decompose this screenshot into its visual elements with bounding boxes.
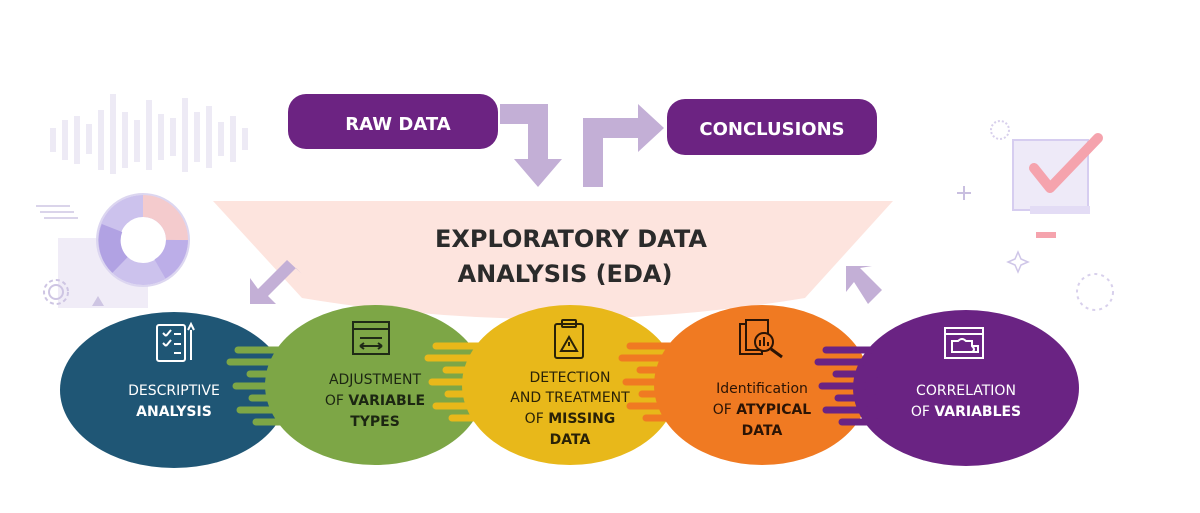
step-1-label: DESCRIPTIVE ANALYSIS <box>128 383 220 420</box>
step-2-line2-bold: VARIABLE <box>348 393 425 409</box>
step-5-line2: OF VARIABLES <box>911 404 1021 420</box>
checkbox-frame-icon <box>1012 139 1089 211</box>
connector-stripes-1 <box>226 346 296 426</box>
faint-bar-chart-icon <box>50 94 248 174</box>
step-3-label: DETECTION AND TREATMENT OF MISSING DATA <box>510 370 630 448</box>
step-2-line1: ADJUSTMENT <box>329 372 422 388</box>
sunburst-icon <box>990 120 1010 140</box>
sunburst-large-icon <box>1076 273 1114 311</box>
decor-lines <box>36 205 78 219</box>
step-ellipse-2 <box>265 305 485 465</box>
up-right-arrow-icon <box>583 104 664 187</box>
step-2-line2-light: OF <box>325 393 344 409</box>
connector-stripes-2 <box>424 342 490 422</box>
up-left-arrow-icon <box>846 266 882 304</box>
step-1-line1: DESCRIPTIVE <box>128 383 220 399</box>
magnifier-docs-icon <box>739 319 783 359</box>
puzzle-window-icon <box>944 327 984 359</box>
decor-left <box>36 94 248 308</box>
slider-window-icon <box>352 321 390 355</box>
donut-chart-icon <box>96 193 190 287</box>
step-5-line2-bold: VARIABLES <box>934 404 1021 420</box>
decor-right <box>957 120 1114 311</box>
step-ellipse-4 <box>654 305 870 465</box>
step-3-line3-bold: MISSING <box>548 411 615 427</box>
down-left-arrow-icon <box>250 260 302 304</box>
plus-icon <box>957 186 971 200</box>
step-4-line1: Identification <box>716 381 808 397</box>
step-4-label: Identification OF ATYPICAL DATA <box>713 381 812 439</box>
connector-stripes-4 <box>814 346 880 426</box>
step-5-label: CORRELATION OF VARIABLES <box>911 383 1021 420</box>
raw-data-box: RAW DATA <box>288 94 498 149</box>
step-4-line2: OF ATYPICAL <box>713 402 812 418</box>
step-1-line2: ANALYSIS <box>136 404 212 420</box>
connector-stripes-3 <box>618 342 684 422</box>
checklist-icon <box>156 321 195 362</box>
step-ellipse-1 <box>60 312 288 468</box>
eda-funnel <box>213 201 893 319</box>
step-3-line1: DETECTION <box>530 370 611 386</box>
sparkle-icon <box>1006 250 1030 274</box>
step-4-line3: DATA <box>742 423 783 439</box>
step-ellipse-3 <box>462 305 678 465</box>
checkmark-icon <box>1029 133 1103 193</box>
step-2-line3: TYPES <box>350 414 400 430</box>
raw-data-label: RAW DATA <box>345 114 450 135</box>
eda-title-line2: ANALYSIS (EDA) <box>458 260 673 288</box>
step-ellipse-5 <box>853 310 1079 466</box>
triangle-icon <box>92 296 104 306</box>
conclusions-label: CONCLUSIONS <box>699 119 844 140</box>
step-3-line3-light: OF <box>525 411 544 427</box>
step-4-line2-light: OF <box>713 402 732 418</box>
step-3-line3: OF MISSING <box>525 411 616 427</box>
conclusions-box: CONCLUSIONS <box>667 99 877 155</box>
eda-title-line1: EXPLORATORY DATA <box>435 225 707 253</box>
clipboard-warning-icon <box>554 319 584 359</box>
step-2-label: ADJUSTMENT OF VARIABLE TYPES <box>325 372 425 430</box>
minus-icon <box>1036 232 1056 238</box>
step-2-line2: OF VARIABLE <box>325 393 425 409</box>
step-3-line2: AND TREATMENT <box>510 390 630 406</box>
gear-icon <box>43 279 69 305</box>
step-5-line2-light: OF <box>911 404 930 420</box>
down-arrow-icon <box>500 104 562 187</box>
step-5-line1: CORRELATION <box>916 383 1016 399</box>
step-4-line2-bold: ATYPICAL <box>736 402 811 418</box>
step-3-line4: DATA <box>550 432 591 448</box>
